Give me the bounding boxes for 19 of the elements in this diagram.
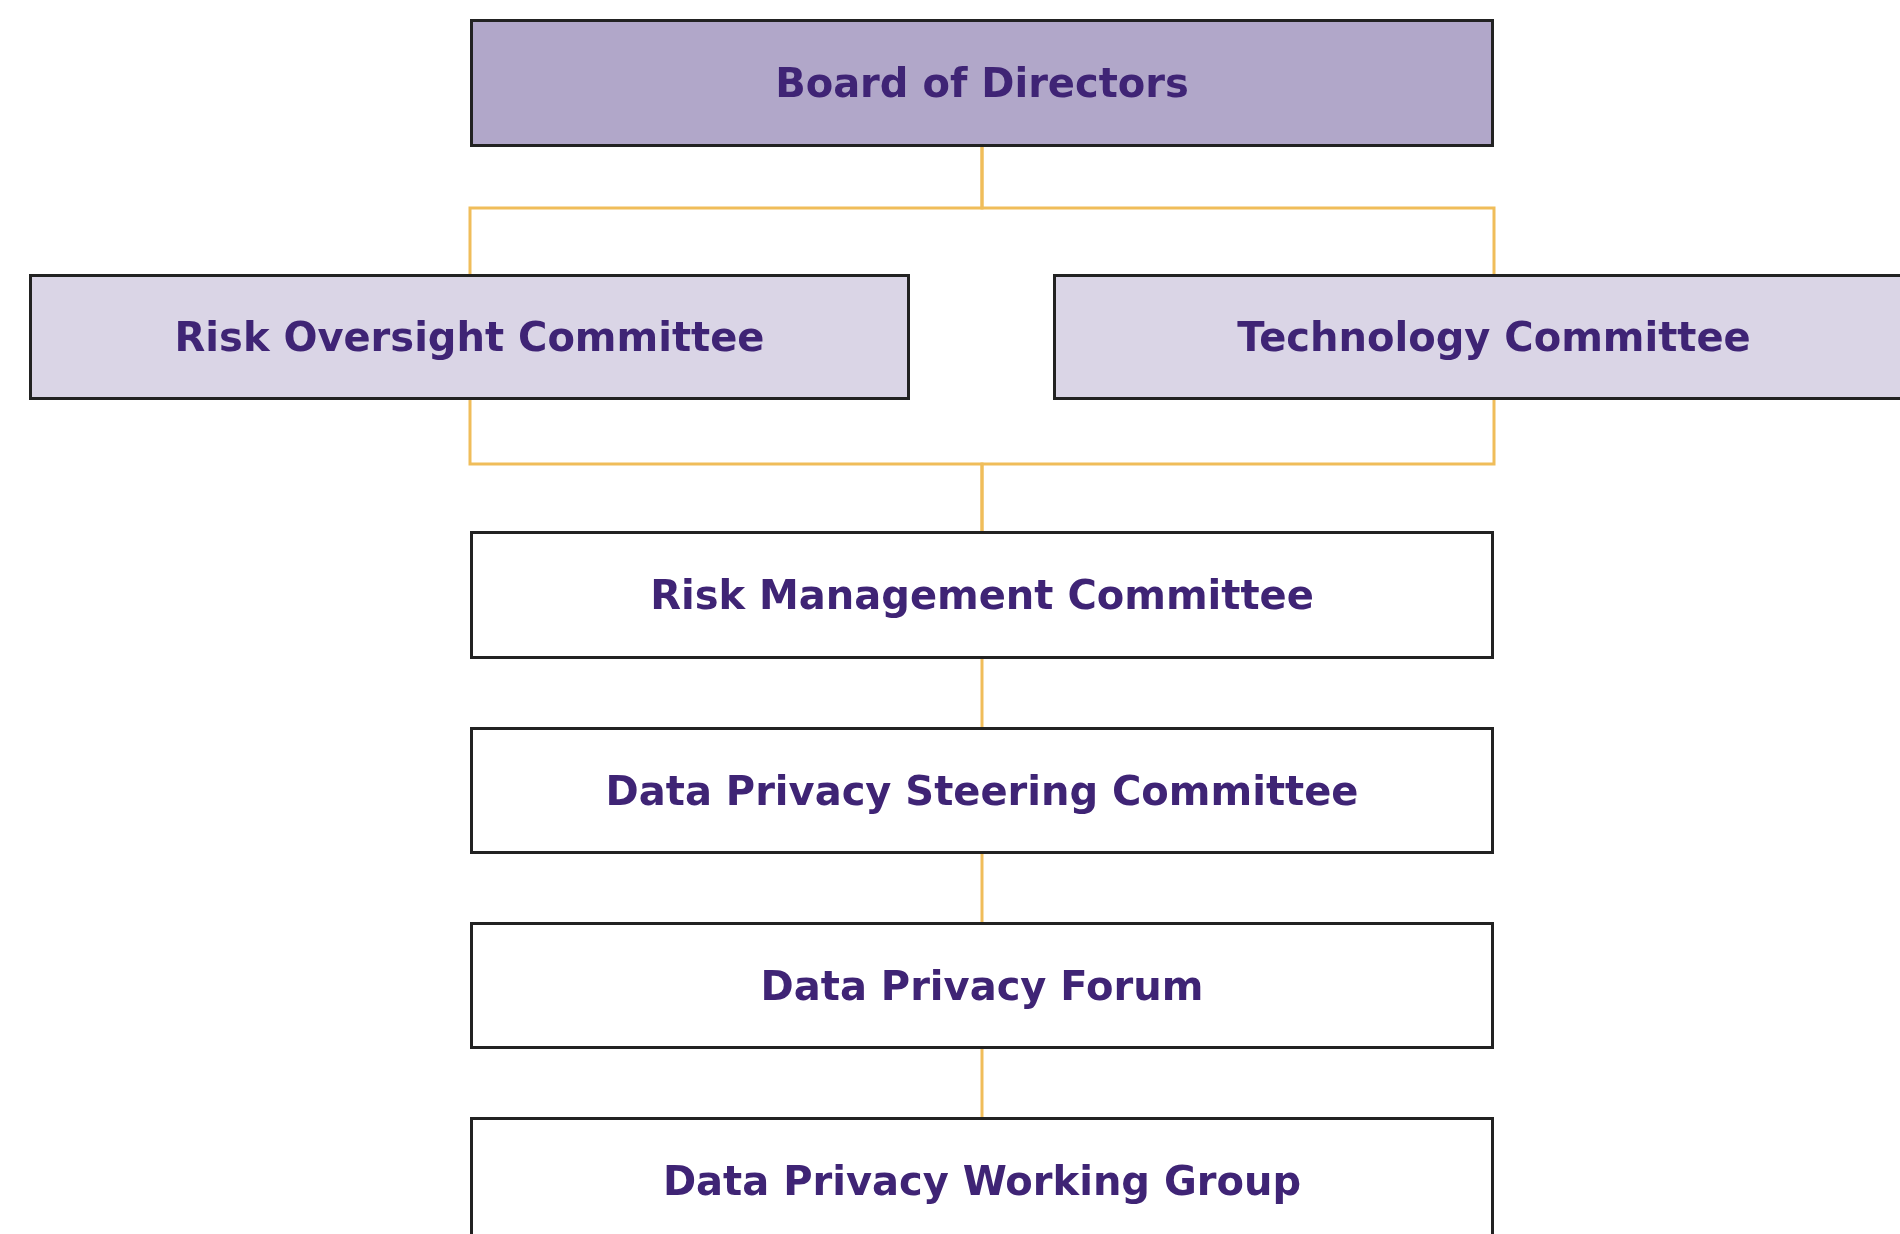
committee-name: Technology Committee	[1237, 314, 1751, 360]
connector-line	[980, 854, 984, 922]
committee-box	[29, 274, 910, 400]
committee-box	[470, 922, 1494, 1049]
connector-line	[980, 659, 984, 727]
committee-box	[470, 531, 1494, 659]
committee-name: Risk Management Committee	[650, 572, 1314, 618]
committee-box	[470, 1117, 1494, 1234]
connector-line	[980, 1049, 984, 1117]
committee-name: Data Privacy Working Group	[662, 1158, 1302, 1204]
committee-name: Risk Oversight Committee	[174, 314, 765, 360]
committee-box	[470, 727, 1494, 854]
committee-name: Data Privacy Steering Committee	[605, 767, 1359, 814]
committee-name: Data Privacy Forum	[760, 962, 1204, 1009]
committee-name: Board of Directors	[775, 60, 1189, 106]
connector-line	[980, 147, 1496, 274]
connector-line	[980, 400, 1496, 531]
committee-box	[1053, 274, 1900, 400]
committee-box	[470, 19, 1494, 147]
